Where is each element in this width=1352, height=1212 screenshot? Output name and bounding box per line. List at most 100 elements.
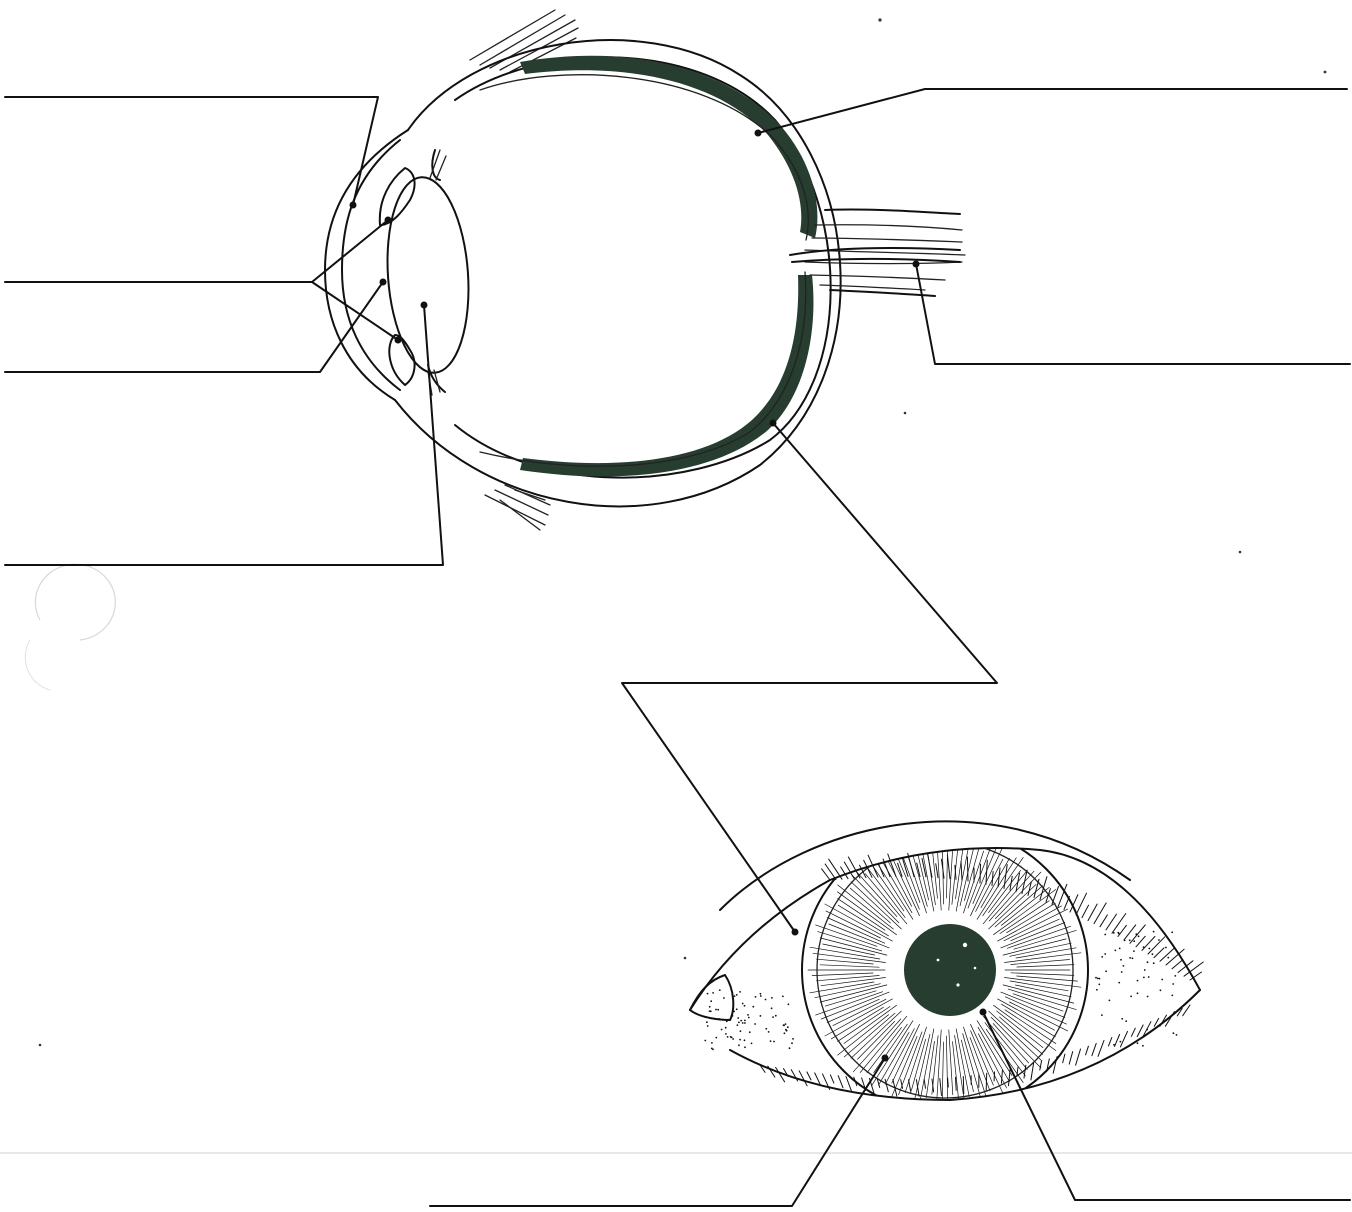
leader-line-upper-left-1: [5, 97, 378, 205]
stipple-dot: [771, 997, 773, 999]
stipple-dot: [711, 1042, 713, 1044]
stipple-dot: [751, 1043, 753, 1045]
stroke: [1064, 897, 1070, 910]
stroke: [980, 864, 981, 883]
stroke: [1000, 1017, 1043, 1054]
stipple-dot: [1105, 970, 1107, 972]
stroke: [1063, 1054, 1065, 1063]
stroke: [914, 837, 929, 900]
stipple-dot: [785, 1023, 787, 1025]
scan-specks: [39, 18, 1327, 1046]
stroke: [956, 1077, 957, 1090]
stroke: [1053, 1057, 1057, 1074]
suspensory-ligaments: [428, 150, 446, 395]
stipple-dot: [1153, 962, 1155, 964]
stroke: [1118, 925, 1126, 936]
stipple-dot: [752, 1006, 754, 1008]
stipple-dot: [1172, 983, 1174, 985]
stroke: [1034, 879, 1039, 897]
stipple-dot: [1161, 979, 1163, 981]
stroke: [994, 890, 1056, 935]
stipple-dot: [727, 1019, 729, 1021]
stipple-dot: [739, 991, 741, 993]
stroke: [947, 855, 950, 879]
stroke: [1052, 887, 1059, 905]
stipple-dot: [1137, 992, 1139, 994]
stroke: [1154, 948, 1164, 958]
stroke: [1120, 1031, 1127, 1047]
stipple-dot: [1123, 965, 1125, 967]
stipple-dot: [1133, 940, 1135, 942]
stroke: [971, 1031, 994, 1085]
stroke: [1014, 930, 1076, 949]
stroke: [829, 859, 842, 879]
stipple-dot: [704, 1040, 706, 1042]
stroke: [879, 864, 885, 877]
stroke: [1011, 973, 1074, 976]
stipple-dot: [715, 1009, 717, 1011]
stroke: [1017, 965, 1074, 967]
stipple-dot: [1144, 969, 1146, 971]
stipple-dot: [747, 1014, 749, 1016]
stroke: [909, 1080, 911, 1093]
stipple-dot: [760, 993, 762, 995]
stroke: [956, 846, 964, 899]
stroke: [822, 869, 830, 880]
stroke: [892, 1036, 917, 1096]
iris-upper: [380, 168, 415, 225]
stipple-dot: [749, 1031, 751, 1033]
stroke: [997, 1011, 1043, 1048]
stipple-dot: [1173, 1032, 1175, 1034]
stroke: [1098, 1041, 1104, 1057]
stipple-dot: [1132, 957, 1134, 959]
eye-front-view: [690, 821, 1203, 1113]
stipple-dot: [737, 1024, 739, 1026]
stroke: [791, 1070, 797, 1081]
stipple-dot: [792, 1038, 794, 1040]
stipple-dot: [727, 1036, 729, 1038]
stipple-dot: [707, 1025, 709, 1027]
stroke: [992, 872, 993, 886]
stipple-dot: [732, 1038, 734, 1040]
stroke: [852, 875, 899, 923]
stroke: [940, 1079, 942, 1096]
stipple-dot: [742, 1003, 744, 1005]
stipple-dot: [744, 1039, 746, 1041]
stipple-dot: [1146, 1029, 1148, 1031]
scan-artifacts: [0, 564, 1352, 1153]
stroke: [1100, 915, 1107, 927]
stroke: [977, 1021, 1012, 1076]
stipple-dot: [1125, 1020, 1127, 1022]
stipple-dot: [719, 989, 721, 991]
leader-line-right-6: [916, 264, 1350, 364]
stipple-dot: [1114, 950, 1116, 952]
stipple-dot: [733, 1011, 735, 1013]
stipple-dot: [770, 1040, 772, 1042]
stroke: [928, 854, 933, 878]
stroke: [948, 1078, 949, 1087]
stipple-dot: [710, 1000, 712, 1002]
stipple-dot: [744, 1046, 746, 1048]
stroke: [1088, 904, 1097, 921]
stroke: [1010, 876, 1012, 890]
stipple-dot: [1118, 933, 1120, 935]
stipple-dot: [1119, 948, 1121, 950]
stroke: [872, 1021, 913, 1086]
stipple-dot: [1113, 1044, 1115, 1046]
stroke: [799, 1071, 807, 1086]
stipple-dot: [1148, 976, 1150, 978]
stroke: [1137, 1025, 1143, 1037]
stipple-dot: [736, 1008, 738, 1010]
stipple-dot: [782, 996, 784, 998]
stroke: [1172, 960, 1183, 969]
stipple-dot: [1133, 950, 1135, 952]
stipple-dot: [783, 1024, 785, 1026]
stroke: [1001, 1070, 1002, 1083]
stroke: [947, 841, 948, 898]
stipple-dot: [1099, 978, 1101, 980]
stroke: [1013, 994, 1063, 1011]
stipple-dot: [706, 1021, 708, 1023]
stipple-dot: [1129, 939, 1131, 941]
stroke: [1124, 925, 1136, 940]
